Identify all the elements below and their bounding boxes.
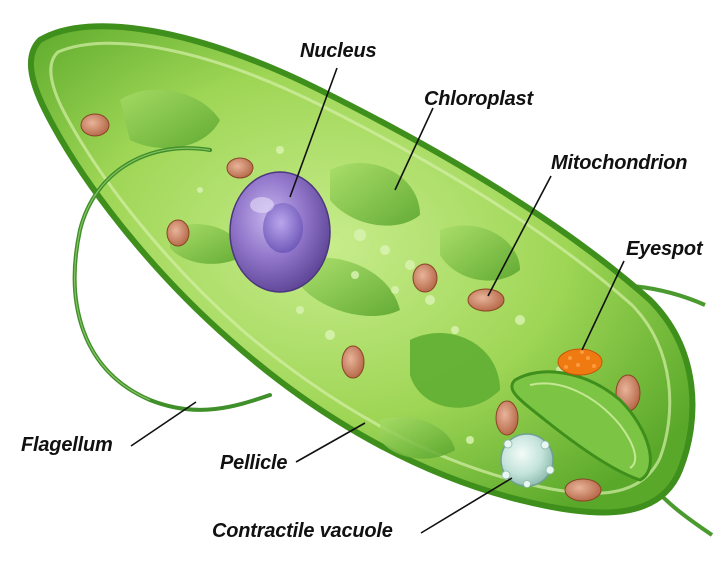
mitochondrion <box>565 479 601 501</box>
label-nucleus: Nucleus <box>300 40 376 63</box>
label-contractile-vacuole: Contractile vacuole <box>212 520 393 543</box>
mitochondrion <box>167 220 189 246</box>
mitochondrion <box>342 346 364 378</box>
mitochondrion <box>413 264 437 292</box>
leader-flagellum <box>131 402 196 446</box>
label-pellicle: Pellicle <box>220 452 287 475</box>
mitochondrion <box>496 401 518 435</box>
nucleus-structure <box>230 172 330 292</box>
label-flagellum: Flagellum <box>21 434 113 457</box>
label-mitochondrion: Mitochondrion <box>551 152 687 175</box>
mitochondrion <box>227 158 253 178</box>
nucleus-highlight <box>250 197 274 213</box>
label-eyespot: Eyespot <box>626 238 702 261</box>
label-chloroplast: Chloroplast <box>424 88 533 111</box>
mitochondrion <box>81 114 109 136</box>
mitochondrion <box>468 289 504 311</box>
leader-pellicle <box>296 423 365 462</box>
eyespot <box>558 349 602 375</box>
